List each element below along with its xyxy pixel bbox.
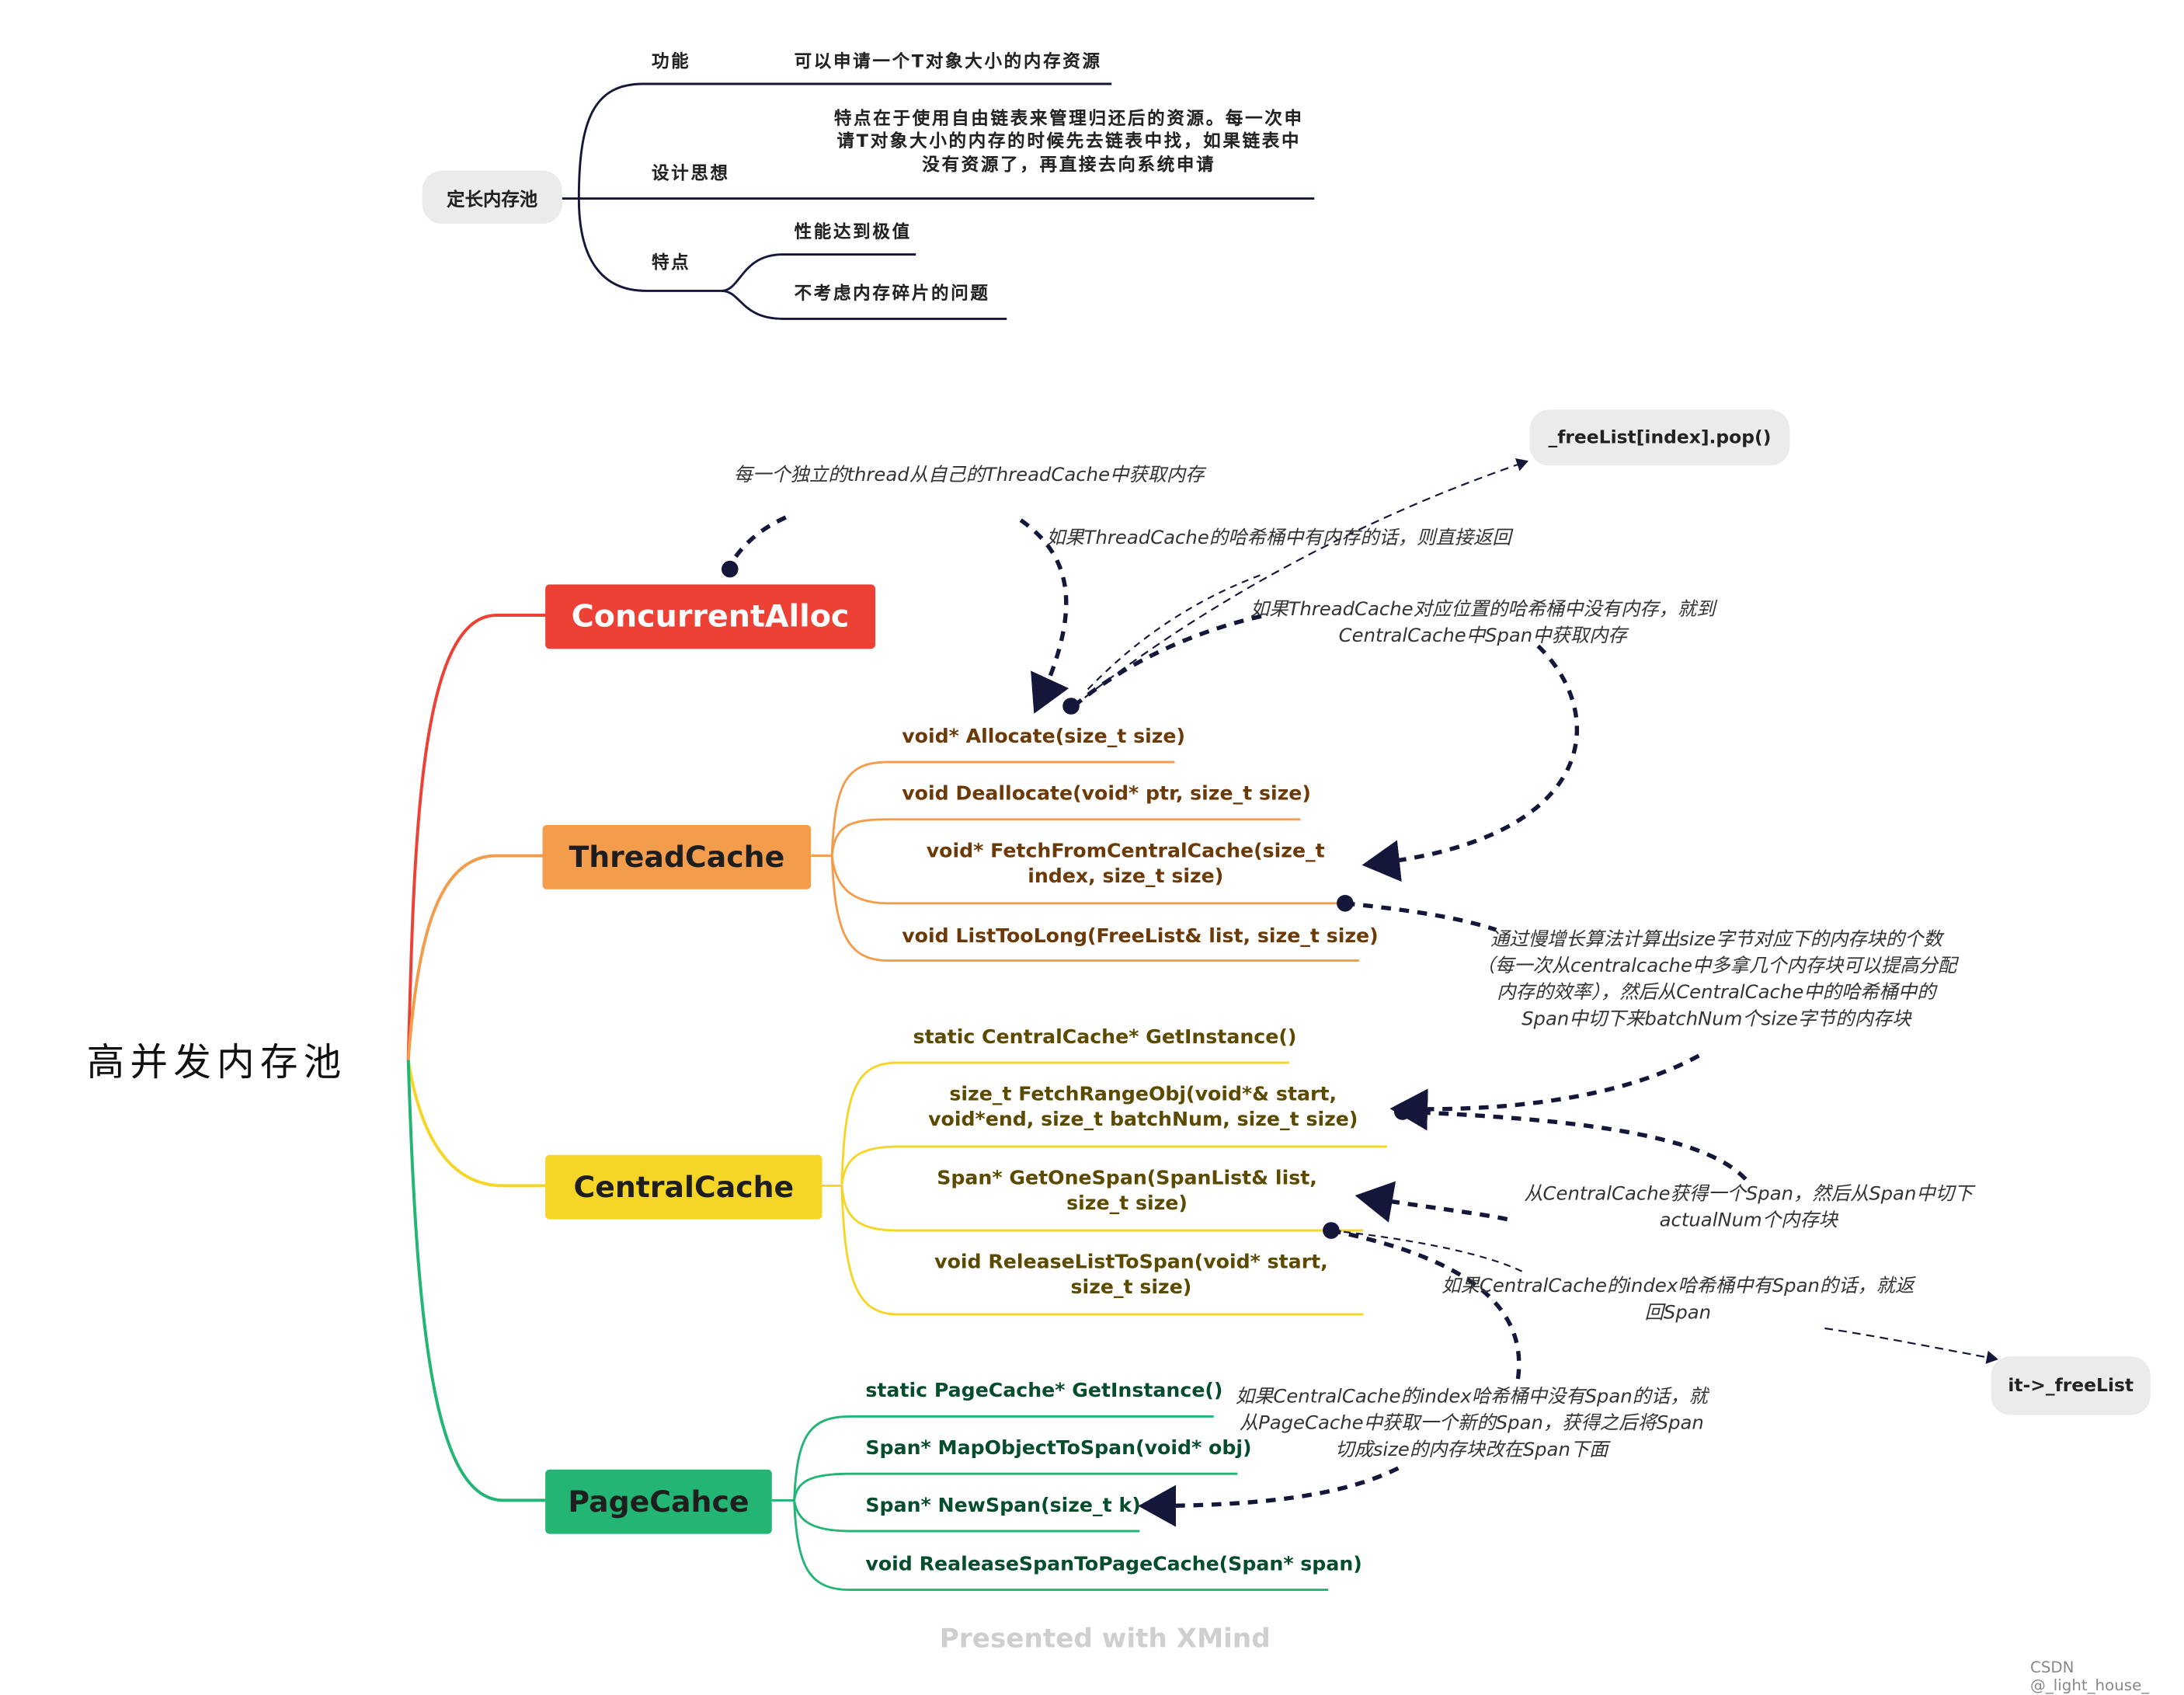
branch-function-item: 可以申请一个T对象大小的内存资源: [794, 50, 1102, 71]
page-cache-method-new-span: Span* NewSpan(size_t k): [865, 1495, 1141, 1517]
note-get-span: 从CentralCache获得一个Span，然后从Span中切下actualNu…: [1524, 1182, 1974, 1232]
node-page-cache-label: PageCahce: [568, 1484, 749, 1519]
thread-cache-method-allocate: void* Allocate(size_t size): [902, 726, 1186, 748]
thread-cache-method-lines: [811, 760, 1359, 962]
note-hash-has-memory: 如果ThreadCache的哈希桶中有内存的话，则直接返回: [1046, 527, 1511, 550]
central-cache-method-lines: [822, 1061, 1387, 1316]
node-thread-cache-label: ThreadCache: [569, 840, 785, 874]
main-map-branches: [406, 614, 546, 1502]
branch-design-item: 特点在于使用自由链表来管理归还后的资源。每一次申请T对象大小的内存的时候先去链表…: [833, 107, 1304, 175]
node-concurrent-alloc: ConcurrentAlloc: [545, 584, 875, 649]
callout-it-freelist: it->_freeList: [1991, 1356, 2151, 1415]
relationship-arrows: [728, 458, 1998, 1527]
branch-features-label: 特点: [651, 252, 691, 273]
node-thread-cache: ThreadCache: [542, 825, 812, 889]
thread-cache-method-fetch: void* FetchFromCentralCache(size_t index…: [926, 840, 1325, 889]
note-no-span: 如果CentralCache的index哈希桶中没有Span的话，就从PageC…: [1235, 1385, 1708, 1461]
csdn-credit: CSDN @_light_house_: [2030, 1658, 2150, 1695]
branch-design-label: 设计思想: [651, 162, 730, 183]
node-central-cache: CentralCache: [545, 1154, 822, 1220]
page-cache-method-map-object: Span* MapObjectToSpan(void* obj): [865, 1437, 1252, 1460]
main-root-title: 高并发内存池: [86, 1042, 347, 1085]
thread-cache-method-list-too-long: void ListTooLong(FreeList& list, size_t …: [902, 925, 1379, 948]
branch-function-label: 功能: [651, 50, 691, 71]
branch-features-item-1: 性能达到极值: [794, 221, 912, 242]
callout-freelist-pop-label: _freeList[index].pop(): [1548, 426, 1772, 448]
branch-features-item-2: 不考虑内存碎片的问题: [794, 282, 990, 304]
node-page-cache: PageCahce: [545, 1469, 772, 1534]
central-cache-method-get-one-span: Span* GetOneSpan(SpanList& list, size_t …: [937, 1168, 1317, 1216]
node-concurrent-alloc-label: ConcurrentAlloc: [571, 599, 850, 635]
fixed-pool-root-label: 定长内存池: [447, 189, 538, 211]
note-slow-start: 通过慢增长算法计算出size字节对应下的内存块的个数（每一次从centralca…: [1476, 928, 1957, 1031]
page-cache-method-release-span: void RealeaseSpanToPageCache(Span* span): [865, 1553, 1362, 1576]
page-cache-method-lines: [771, 1415, 1329, 1592]
page-cache-method-get-instance: static PageCache* GetInstance(): [865, 1380, 1223, 1403]
xmind-watermark: Presented with XMind: [939, 1623, 1271, 1655]
central-cache-method-get-instance: static CentralCache* GetInstance(): [913, 1026, 1297, 1049]
fixed-pool-root: 定长内存池: [422, 170, 562, 224]
note-thread-own-cache: 每一个独立的thread从自己的ThreadCache中获取内存: [733, 464, 1205, 487]
callout-it-freelist-label: it->_freeList: [2008, 1375, 2134, 1397]
top-map-connectors: [562, 82, 1315, 320]
callout-freelist-pop: _freeList[index].pop(): [1529, 409, 1790, 466]
central-cache-method-fetch-range: size_t FetchRangeObj(void*& start, void*…: [928, 1084, 1358, 1132]
node-central-cache-label: CentralCache: [573, 1170, 795, 1204]
central-cache-method-release-list: void ReleaseListToSpan(void* start, size…: [934, 1251, 1328, 1300]
note-has-span: 如果CentralCache的index哈希桶中有Span的话，就返回Span: [1442, 1275, 1914, 1324]
connector-dots: [721, 560, 1411, 1239]
thread-cache-method-deallocate: void Deallocate(void* ptr, size_t size): [902, 783, 1311, 806]
note-hash-no-memory: 如果ThreadCache对应位置的哈希桶中没有内存，就到CentralCach…: [1250, 598, 1716, 648]
